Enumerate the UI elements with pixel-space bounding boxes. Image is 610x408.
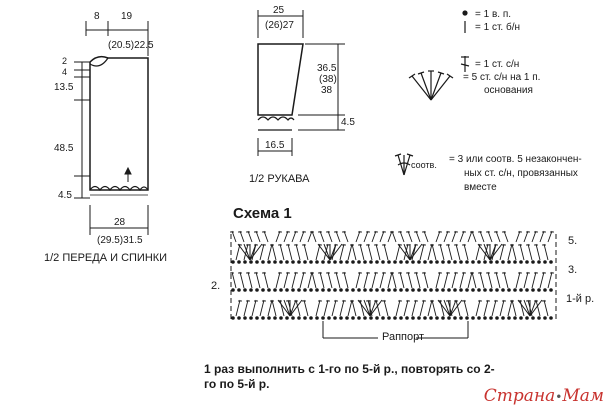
scheme-row-3: 3.: [568, 264, 578, 276]
instructions: 1 раз выполнить с 1-го по 5-й р., повтор…: [204, 362, 495, 391]
sleeve-pattern: [257, 10, 345, 156]
watermark-suffix: Мам: [562, 386, 604, 406]
front-back-dim-top-b: 19: [121, 11, 133, 22]
front-back-dim-left-5: 4.5: [58, 190, 72, 201]
legend-cluster-2: ных ст. с/н, провязанных: [464, 168, 578, 179]
sleeve-dim-top-a: 25: [273, 5, 285, 16]
front-back-dim-left-2: 4: [62, 67, 68, 77]
front-back-dim-bottom-a: 28: [114, 217, 126, 228]
front-back-dim-left-3: 13.5: [54, 82, 74, 93]
watermark: Страна•Мам: [484, 386, 604, 406]
watermark-prefix: Страна: [483, 386, 556, 406]
scheme-row-2: 2.: [211, 280, 221, 292]
scheme-title: Схема 1: [233, 205, 292, 222]
scheme-repeat-label: Раппорт: [382, 331, 425, 343]
cluster-symbol: [394, 153, 414, 176]
sleeve-dim-bottom: 16.5: [265, 140, 285, 151]
sleeve-dim-side-1: 36.5: [317, 63, 337, 74]
front-back-dim-left-1: 2: [62, 56, 68, 66]
front-back-dim-left-4: 48.5: [54, 143, 74, 154]
crochet-chart: [230, 230, 557, 320]
legend-shell: = 5 ст. с/н на 1 п.: [463, 72, 541, 83]
sleeve-dim-side-3: 38: [321, 85, 333, 96]
repeat-bracket: [322, 321, 469, 339]
front-back-dim-top-a: 8: [94, 11, 100, 22]
watermark-dot: •: [555, 390, 563, 404]
legend-shell-2: основания: [484, 85, 533, 96]
legend-cluster: = 3 или соотв. 5 незакончен-: [449, 154, 582, 165]
scheme-row-5: 5.: [568, 235, 578, 247]
legend-single-crochet: = 1 ст. б/н: [475, 22, 521, 33]
front-back-dim-bottom-b: (29.5)31.5: [97, 235, 143, 246]
legend-double-crochet: = 1 ст. с/н: [475, 59, 520, 70]
sleeve-dim-side-2: (38): [319, 74, 337, 85]
front-back-dim-shoulder: (20.5)22.5: [108, 40, 154, 51]
shell-symbol: [408, 70, 454, 101]
front-back-caption: 1/2 ПЕРЕДА И СПИНКИ: [44, 252, 168, 264]
legend-chain: = 1 в. п.: [475, 9, 512, 20]
legend-cluster-tag: соотв.: [411, 160, 437, 170]
legend-cluster-3: вместе: [464, 182, 497, 193]
sleeve-dim-cuff: 4.5: [341, 117, 355, 128]
chain-stitch-symbol: [462, 10, 468, 16]
front-back-pattern: [74, 21, 149, 235]
legend-symbols: [394, 10, 470, 176]
sleeve-caption: 1/2 РУКАВА: [249, 173, 310, 185]
scheme-row-1: 1-й р.: [566, 293, 595, 305]
sleeve-dim-top-b: (26)27: [265, 20, 294, 31]
double-crochet-symbol: [460, 56, 470, 72]
